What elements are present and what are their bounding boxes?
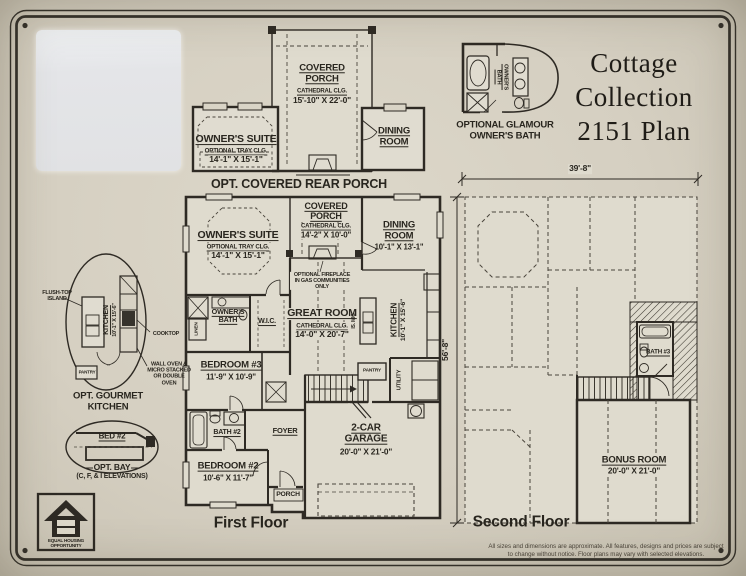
ff-bath2-label: BATH #2	[213, 429, 241, 437]
ff-bedroom2-dims: 10'-6" X 11'-7"	[203, 473, 253, 483]
ff-great-room-name: GREAT ROOM	[286, 307, 358, 320]
ff-covered-porch-name: COVERED PORCH	[299, 200, 353, 222]
sf-bonus-room-name: BONUS ROOM	[600, 454, 668, 467]
bay-option-linework	[65, 420, 159, 474]
ff-owners-suite-dims: 14'-1" X 15'-1"	[210, 250, 266, 261]
rear-porch-option-linework	[191, 26, 426, 176]
ff-dining-name: DINING ROOM	[382, 219, 416, 241]
dimension-lines	[450, 172, 703, 528]
ff-porch-label: PORCH	[276, 491, 300, 499]
sf-depth-dimension: 56'-8"	[440, 339, 451, 361]
gk-island-note: FLUSH-TOP ISLAND	[42, 289, 72, 302]
ff-bedroom2-name: BEDROOM #2	[197, 460, 259, 472]
bay-option-subcaption: (C, F, & I ELEVATIONS)	[76, 473, 148, 481]
ff-covered-porch-dims: 14'-2" X 10'-0"	[299, 230, 353, 240]
glamour-bath-option-linework	[461, 42, 559, 114]
first-floor-caption: First Floor	[213, 514, 289, 532]
gk-kitchen-name: KITCHEN	[103, 305, 111, 335]
sf-width-dimension: 39'-8"	[568, 163, 592, 174]
ff-great-room-ceiling: CATHEDRAL CLG.	[295, 322, 349, 330]
plan-title-line-3: 2151 Plan	[577, 115, 691, 146]
ff-owners-suite-name: OWNER'S SUITE	[196, 229, 280, 242]
ff-owners-bath-label: OWNER'S BATH	[211, 306, 245, 324]
ff-great-room-dims: 14'-0" X 20'-7"	[294, 329, 350, 340]
ff-linen-label: LINEN	[194, 322, 200, 336]
disclaimer: All sizes and dimensions are approximate…	[470, 543, 742, 560]
glamour-bath-caption: OPTIONAL GLAMOUR OWNER'S BATH	[456, 119, 554, 141]
ff-pantry-label: PANTRY	[363, 368, 381, 374]
gk-cooktop-note: COOKTOP	[152, 330, 180, 337]
equal-housing-text: EQUAL HOUSING OPPORTUNITY	[47, 537, 85, 548]
ff-wic-label: W.I.C.	[258, 318, 276, 326]
gk-wall-oven-note: WALL OVEN & MICRO STACKED OR DOUBLE OVEN	[147, 361, 191, 387]
blank-logo-area	[36, 30, 181, 171]
ff-kitchen-dims: 10'-1" X 15'-6"	[400, 298, 408, 342]
frame-corner-dots	[22, 22, 724, 554]
plan-title-line-2: Collection	[575, 81, 693, 112]
gk-pantry-label: PANTRY	[78, 369, 96, 375]
rear-porch-ceiling-note: CATHEDRAL CLG.	[296, 88, 348, 96]
rear-porch-suite-ceiling: OPTIONAL TRAY CLG.	[204, 147, 268, 155]
ff-bedroom3-name: BEDROOM #3	[200, 359, 262, 371]
gourmet-option-caption: OPT. GOURMET KITCHEN	[73, 390, 143, 412]
rear-porch-dims: 15'-10" X 22'-0"	[291, 95, 353, 106]
ff-garage-name: 2-CAR GARAGE	[344, 422, 388, 445]
second-floor-caption: Second Floor	[472, 513, 570, 531]
ff-utility-label: UTILITY	[396, 369, 403, 391]
glamour-bath-room-label: OWNER'S BATH	[496, 63, 509, 91]
ff-garage-dims: 20'-0" X 21'-0"	[339, 446, 393, 457]
rear-porch-suite-name: OWNER'S SUITE	[195, 133, 277, 146]
disclaimer-line-2: to change without notice. Floor plans ma…	[507, 551, 705, 559]
equal-housing-logo	[36, 492, 96, 552]
rear-porch-covered-porch-label: COVERED PORCH	[292, 62, 352, 85]
ff-island-mic-label: IS. MIC	[351, 313, 358, 329]
sf-bath3-label: BATH #3	[646, 348, 670, 356]
bay-option-caption: OPT. BAY	[93, 462, 131, 473]
ff-owners-suite-ceiling: OPTIONAL TRAY CLG.	[205, 243, 271, 251]
gk-kitchen-dims: 10'-1" X 15'-6"	[111, 303, 118, 337]
first-floor-linework	[182, 193, 444, 520]
ff-kitchen-name: KITCHEN	[389, 302, 399, 338]
rear-porch-option-caption: OPT. COVERED REAR PORCH	[211, 176, 387, 191]
plan-title-line-1: Cottage	[590, 47, 678, 78]
rear-porch-dining-label: DINING ROOM	[377, 125, 411, 147]
ff-fireplace-note: OPTIONAL FIREPLACE IN GAS COMMUNITIES ON…	[290, 271, 354, 291]
ff-dining-dims: 10'-1" X 13'-1"	[374, 242, 424, 252]
gourmet-kitchen-option-linework	[63, 253, 151, 391]
bay-bed2-label: BED #2	[98, 431, 126, 441]
ff-foyer-label: FOYER	[272, 425, 298, 435]
sheet-frame	[9, 9, 737, 567]
ff-bedroom3-dims: 11'-9" X 10'-9"	[206, 372, 256, 382]
sf-bonus-room-dims: 20'-0" X 21'-0"	[606, 465, 662, 476]
ff-covered-porch-ceiling: CATHEDRAL CLG.	[300, 223, 352, 231]
disclaimer-line-1: All sizes and dimensions are approximate…	[488, 543, 724, 550]
rear-porch-suite-dims: 14'-1" X 15'-1"	[208, 154, 264, 165]
